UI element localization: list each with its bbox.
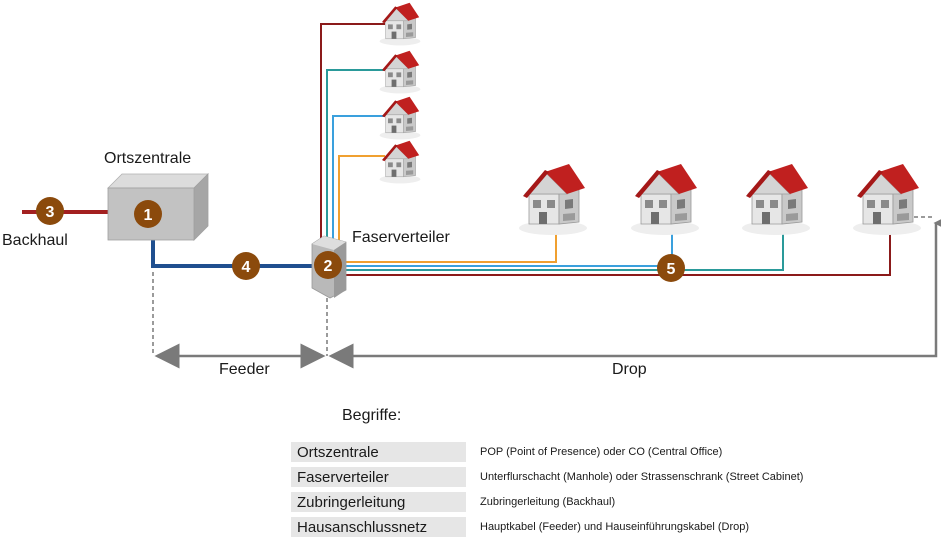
feeder-line [151,238,316,268]
glossary-description: Hauptkabel (Feeder) und Hauseinführungsk… [480,521,750,533]
faserverteiler-label: Faserverteiler [352,229,450,246]
marker-5: 5 [657,254,685,282]
drop-label: Drop [612,361,647,378]
glossary-description: Unterflurschacht (Manhole) oder Strassen… [480,471,804,483]
house-icon [379,50,421,94]
svg-text:1: 1 [144,207,153,224]
glossary-term: Ortszentrale [291,442,466,462]
marker-1: 1 [134,200,162,228]
table-row: Hausanschlussnetz Hauptkabel (Feeder) un… [291,517,809,537]
begriffe-heading: Begriffe: [342,407,402,424]
house-icon [379,140,421,184]
marker-4: 4 [232,252,260,280]
feeder-label: Feeder [219,361,270,378]
svg-text:5: 5 [667,261,676,278]
house-icon [379,96,421,140]
glossary-description: Zubringerleitung (Backhaul) [480,496,616,508]
table-row: Zubringerleitung Zubringerleitung (Backh… [291,492,809,512]
table-row: Ortszentrale POP (Point of Presence) ode… [291,442,809,462]
glossary-table: Ortszentrale POP (Point of Presence) ode… [291,437,809,542]
table-row: Faserverteiler Unterflurschacht (Manhole… [291,467,809,487]
svg-text:4: 4 [242,259,251,276]
svg-text:3: 3 [46,204,55,221]
drop-dimension [328,210,941,369]
house-icon [379,2,421,46]
glossary-term: Hausanschlussnetz [291,517,466,537]
ortszentrale-box [107,173,209,241]
house-icon [630,163,700,236]
fiber-line-blue [332,115,385,242]
svg-text:2: 2 [324,258,333,275]
house-icon [852,163,922,236]
fiber-line-red [320,23,385,244]
marker-2: 2 [314,251,342,279]
glossary-term: Faserverteiler [291,467,466,487]
glossary-term: Zubringerleitung [291,492,466,512]
glossary-description: POP (Point of Presence) oder CO (Central… [480,446,723,458]
backhaul-label: Backhaul [2,232,68,249]
ortszentrale-label: Ortszentrale [104,150,192,167]
house-icon [741,163,811,236]
marker-3: 3 [36,197,64,225]
house-icon [518,163,588,236]
fiber-line-teal [326,69,385,240]
